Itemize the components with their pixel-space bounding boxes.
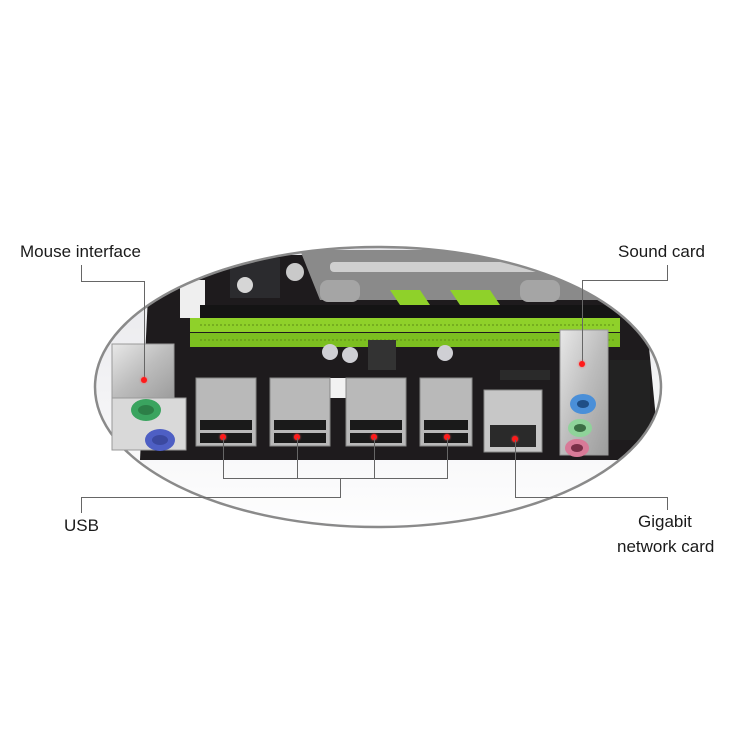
sound-leader-line xyxy=(582,280,583,363)
sound-leader-line xyxy=(582,280,668,281)
ps2-port-block xyxy=(111,343,187,451)
mouse-leader-line xyxy=(81,265,82,281)
sound-leader-line xyxy=(667,265,668,281)
audio-port-block xyxy=(559,329,609,457)
mouse-interface-label: Mouse interface xyxy=(20,242,141,261)
network-leader-line xyxy=(515,497,668,498)
usb-leader-line xyxy=(223,438,224,478)
usb-leader-line xyxy=(223,478,448,479)
usb-leader-line xyxy=(374,438,375,478)
network-leader-line xyxy=(515,440,516,497)
usb-leader-line xyxy=(81,497,82,513)
sound-marker xyxy=(579,361,585,367)
usb-leader-line xyxy=(340,478,341,497)
usb-leader-line xyxy=(81,497,341,498)
zoom-oval xyxy=(93,245,663,529)
usb-marker xyxy=(371,434,377,440)
rj45-port xyxy=(483,389,543,453)
usb-marker xyxy=(220,434,226,440)
usb-leader-line xyxy=(297,438,298,478)
network-label-line1: Gigabit xyxy=(638,512,692,531)
usb-label: USB xyxy=(64,516,99,535)
mouse-leader-line xyxy=(144,281,145,379)
mouse-marker xyxy=(141,377,147,383)
mouse-leader-line xyxy=(81,281,145,282)
network-leader-line xyxy=(667,497,668,510)
usb-marker xyxy=(294,434,300,440)
usb-marker xyxy=(444,434,450,440)
network-label-line2: network card xyxy=(617,537,715,556)
usb-leader-line xyxy=(447,438,448,478)
sound-card-label: Sound card xyxy=(618,242,705,261)
network-marker xyxy=(512,436,518,442)
